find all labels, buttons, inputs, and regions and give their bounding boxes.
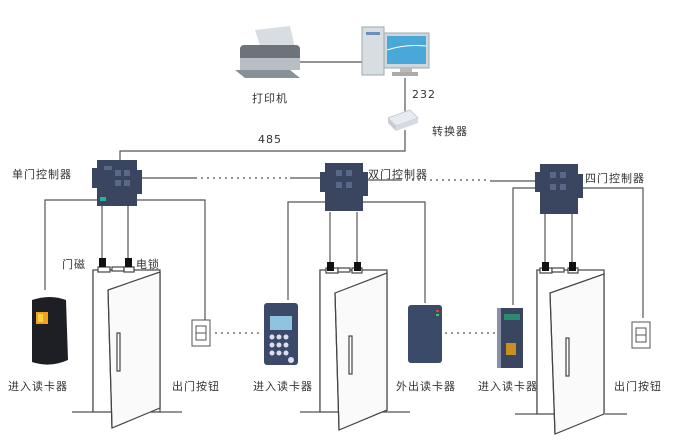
- exit-button-left: [191, 319, 211, 347]
- wire-485-bus: [119, 130, 406, 160]
- controller-single-icon: [92, 160, 142, 206]
- keypad-reader-icon: [264, 303, 298, 365]
- reader-left-label: 进入读卡器: [8, 380, 68, 393]
- exit-button-right-label: 出门按钮: [614, 380, 662, 393]
- reader-middle-out-label: 外出读卡器: [396, 380, 456, 393]
- controller-single-label: 单门控制器: [12, 168, 72, 181]
- door-sensor-label: 门磁: [62, 258, 86, 271]
- controller-double-label: 双门控制器: [368, 168, 428, 181]
- door-right: [536, 267, 605, 435]
- door-left: [92, 266, 161, 429]
- electric-lock-label: 电锁: [136, 258, 160, 271]
- exit-button-left-label: 出门按钮: [172, 380, 220, 393]
- computer-icon: [361, 26, 430, 76]
- card-reader-out-icon: [408, 305, 442, 363]
- reader-middle-in-label: 进入读卡器: [253, 380, 313, 393]
- exit-button-right: [631, 321, 651, 349]
- electric-lock-icon: [125, 258, 132, 267]
- door-middle: [319, 267, 388, 431]
- door-sensor-icon: [99, 258, 106, 267]
- controller-double-icon: [320, 163, 368, 211]
- link-485-label: 485: [258, 133, 282, 146]
- converter-label: 转换器: [432, 125, 468, 138]
- fingerprint-keypad-reader-icon: [497, 308, 523, 368]
- printer-icon: [235, 26, 300, 78]
- printer-label: 打印机: [252, 92, 288, 105]
- controller-quad-label: 四门控制器: [585, 172, 645, 185]
- controller-quad-icon: [535, 164, 583, 214]
- fingerprint-reader-left-icon: [32, 297, 68, 365]
- reader-right-label: 进入读卡器: [478, 380, 538, 393]
- link-232-label: 232: [412, 88, 436, 101]
- converter-icon: [387, 109, 419, 131]
